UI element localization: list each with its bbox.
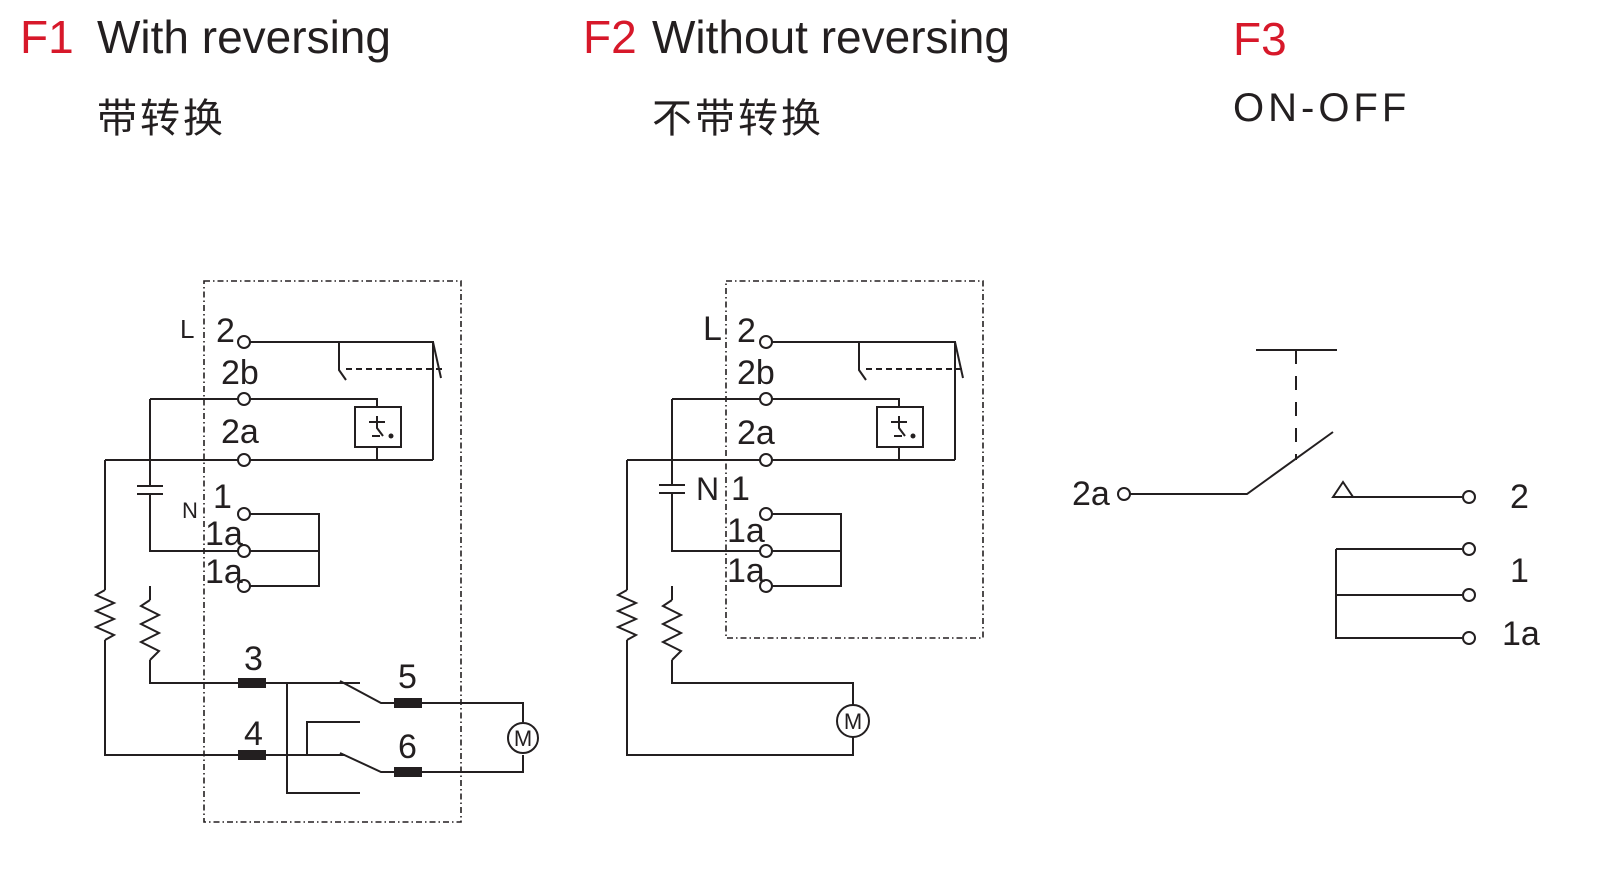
f1-motor-label: M xyxy=(514,726,532,751)
f2-terminal-1a-bottom xyxy=(759,579,773,593)
f2-relay-symbol xyxy=(891,416,907,437)
f3-terminal-1a xyxy=(1462,631,1476,645)
f2-title: Without reversing xyxy=(652,11,1010,63)
f1-label-1a-top: 1a xyxy=(205,515,243,553)
f2-wire-left-bus xyxy=(626,460,854,756)
f1-terminal-1a-top xyxy=(237,544,251,558)
f1-title: With reversing xyxy=(97,11,391,63)
f1-relay-symbol xyxy=(369,416,385,437)
f2-motor-icon xyxy=(836,704,870,738)
f1-label-L: L xyxy=(180,314,194,344)
f2-wire-l xyxy=(772,341,956,460)
f1-motor-icon xyxy=(507,722,539,754)
f1-terminal-2b xyxy=(237,392,251,406)
f3-label-1: 1 xyxy=(1510,552,1529,590)
f1-label-N: N xyxy=(182,498,198,523)
f1-relay xyxy=(354,406,402,448)
f1-relay-contact xyxy=(338,342,347,381)
f3-terminal-1a-mid xyxy=(1462,588,1476,602)
f1-terminal-2 xyxy=(237,335,251,349)
f2-wire-resistor-bus xyxy=(671,586,854,705)
f2-code: F2 xyxy=(583,11,637,63)
f1-wire-resistor-bus xyxy=(149,586,240,684)
f3-diagram: 2a 2 1 1a xyxy=(1072,349,1540,653)
f2-resistor-right xyxy=(660,599,684,661)
f1-label-1a-bottom: 1a xyxy=(205,553,243,591)
f1-label-1: 1 xyxy=(213,478,232,516)
f1-label-5: 5 xyxy=(398,658,417,696)
f1-terminal-2a xyxy=(237,453,251,467)
f1-wire-1a-link xyxy=(250,551,320,587)
f2-relay xyxy=(876,406,924,448)
f1-terminal-1a-bottom xyxy=(237,579,251,593)
f1-label-6: 6 xyxy=(398,728,417,766)
f1-label-4: 4 xyxy=(244,715,263,753)
f2-label-L: L xyxy=(703,310,722,348)
f2-label-1a-top: 1a xyxy=(727,512,765,550)
f2-motor-label: M xyxy=(844,709,862,734)
f1-label-2: 2 xyxy=(216,312,235,350)
f1-wire-motor xyxy=(421,702,524,773)
f3-label-2: 2 xyxy=(1510,478,1529,516)
f1-wire-reversing xyxy=(266,682,360,794)
f2-capacitor xyxy=(659,484,685,494)
f2-switch-contact xyxy=(954,341,964,379)
f1-reversing-contacts xyxy=(339,680,395,773)
f1-label-2a: 2a xyxy=(221,413,259,451)
f1-capacitor xyxy=(137,485,163,495)
f2-terminal-1a-top xyxy=(759,544,773,558)
f1-code: F1 xyxy=(20,11,74,63)
f1-terminal-block-3 xyxy=(238,678,266,688)
f2-label-N: N xyxy=(696,471,719,507)
f3-wire-1-1a xyxy=(1335,548,1462,639)
f2-wire-1a-link xyxy=(772,551,842,587)
f1-resistor-left xyxy=(93,589,117,641)
f3-terminal-2 xyxy=(1462,490,1476,504)
f2-terminal-2 xyxy=(759,335,773,349)
f2-label-2b: 2b xyxy=(737,354,775,392)
f2-wire-2a-relay xyxy=(672,398,900,407)
f3-label-2a: 2a xyxy=(1072,475,1110,513)
f2-label-2: 2 xyxy=(737,312,756,350)
f1-terminal-block-4 xyxy=(238,750,266,760)
f2-label-1: 1 xyxy=(731,470,750,508)
f2-relay-contact xyxy=(858,342,867,381)
f3-label-1a: 1a xyxy=(1502,615,1540,653)
f1-wire-left-bus xyxy=(104,460,240,756)
f3-subtitle: ON-OFF xyxy=(1233,86,1411,130)
f1-switch-contact xyxy=(432,341,442,379)
f3-terminal-1 xyxy=(1462,542,1476,556)
f3-code: F3 xyxy=(1233,13,1287,65)
f2-label-2a: 2a xyxy=(737,414,775,452)
f2-terminal-2b xyxy=(759,392,773,406)
f1-label-2b: 2b xyxy=(221,354,259,392)
f1-terminal-block-6 xyxy=(394,767,422,777)
f3-switch-lever xyxy=(1130,431,1334,495)
f1-resistor-right xyxy=(138,599,162,661)
f1-diagram: M L 2 2b 2a N 1 1a 1a 3 4 5 6 xyxy=(93,280,539,823)
f2-resistor-left xyxy=(615,589,639,641)
f1-terminal-block-5 xyxy=(394,698,422,708)
f2-label-1a-bottom: 1a xyxy=(727,552,765,590)
f1-subtitle: 带转换 xyxy=(97,97,226,141)
f1-label-3: 3 xyxy=(244,640,263,678)
f2-terminal-1 xyxy=(759,507,773,521)
f1-wire-2a-relay xyxy=(150,398,378,407)
f2-terminal-2a xyxy=(759,453,773,467)
f3-terminal-2a xyxy=(1117,487,1131,501)
f2-subtitle: 不带转换 xyxy=(652,97,824,141)
f1-wire-l xyxy=(250,341,434,460)
f1-terminal-1 xyxy=(237,507,251,521)
f2-diagram: M L 2 2b 2a N 1 1a 1a xyxy=(615,280,984,756)
f3-contact-triangle xyxy=(1331,480,1355,498)
